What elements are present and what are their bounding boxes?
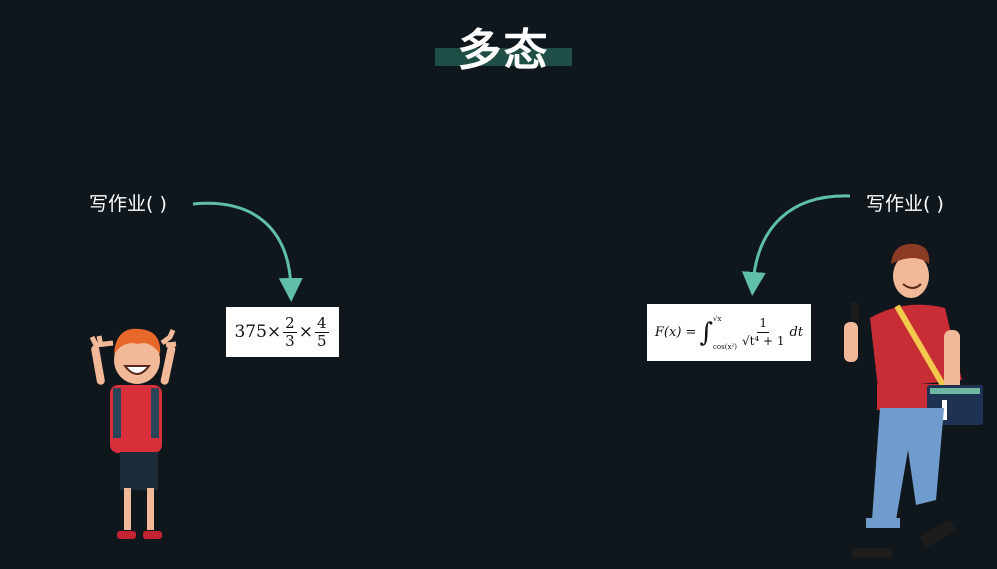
integral-upper-limit: √x bbox=[712, 314, 722, 323]
right-arrow bbox=[741, 194, 851, 296]
title-underline-bar bbox=[435, 48, 572, 66]
page-title: 多态 bbox=[457, 25, 550, 76]
left-formula-card: 375 × 2 3 × 4 5 bbox=[226, 307, 339, 357]
integral-sign: ∫ bbox=[699, 317, 713, 348]
fraction-two-thirds: 2 3 bbox=[283, 313, 297, 350]
left-arrow bbox=[192, 201, 303, 302]
fraction-denominator: 5 bbox=[316, 331, 327, 350]
fraction-four-fifths: 4 5 bbox=[314, 313, 329, 350]
right-method-label: 写作业( ) bbox=[866, 193, 944, 215]
differential: dt bbox=[789, 325, 804, 340]
left-method-label: 写作业( ) bbox=[89, 193, 167, 215]
student-illustration bbox=[844, 243, 983, 558]
formula-lead-number: 375 bbox=[234, 322, 267, 342]
kid-illustration bbox=[89, 328, 177, 539]
times-sign-1: × bbox=[266, 322, 282, 342]
title-block: 多态 bbox=[435, 12, 572, 76]
integrand-numerator: 1 bbox=[757, 315, 770, 333]
fraction-denominator: 3 bbox=[285, 331, 295, 350]
formula-lhs: F(x) = bbox=[654, 325, 697, 340]
integrand-denominator: √t⁴ + 1 bbox=[741, 334, 785, 348]
right-formula-card: F(x) = ∫ √x cos(x²) 1 √t⁴ + 1 dt bbox=[647, 304, 811, 361]
integrand-fraction: 1 √t⁴ + 1 bbox=[742, 315, 785, 350]
times-sign-2: × bbox=[298, 322, 313, 342]
fraction-numerator: 4 bbox=[314, 313, 329, 333]
integral-limits: √x cos(x²) bbox=[713, 315, 737, 351]
integral-lower-limit: cos(x²) bbox=[712, 342, 737, 351]
fraction-numerator: 2 bbox=[283, 313, 297, 333]
